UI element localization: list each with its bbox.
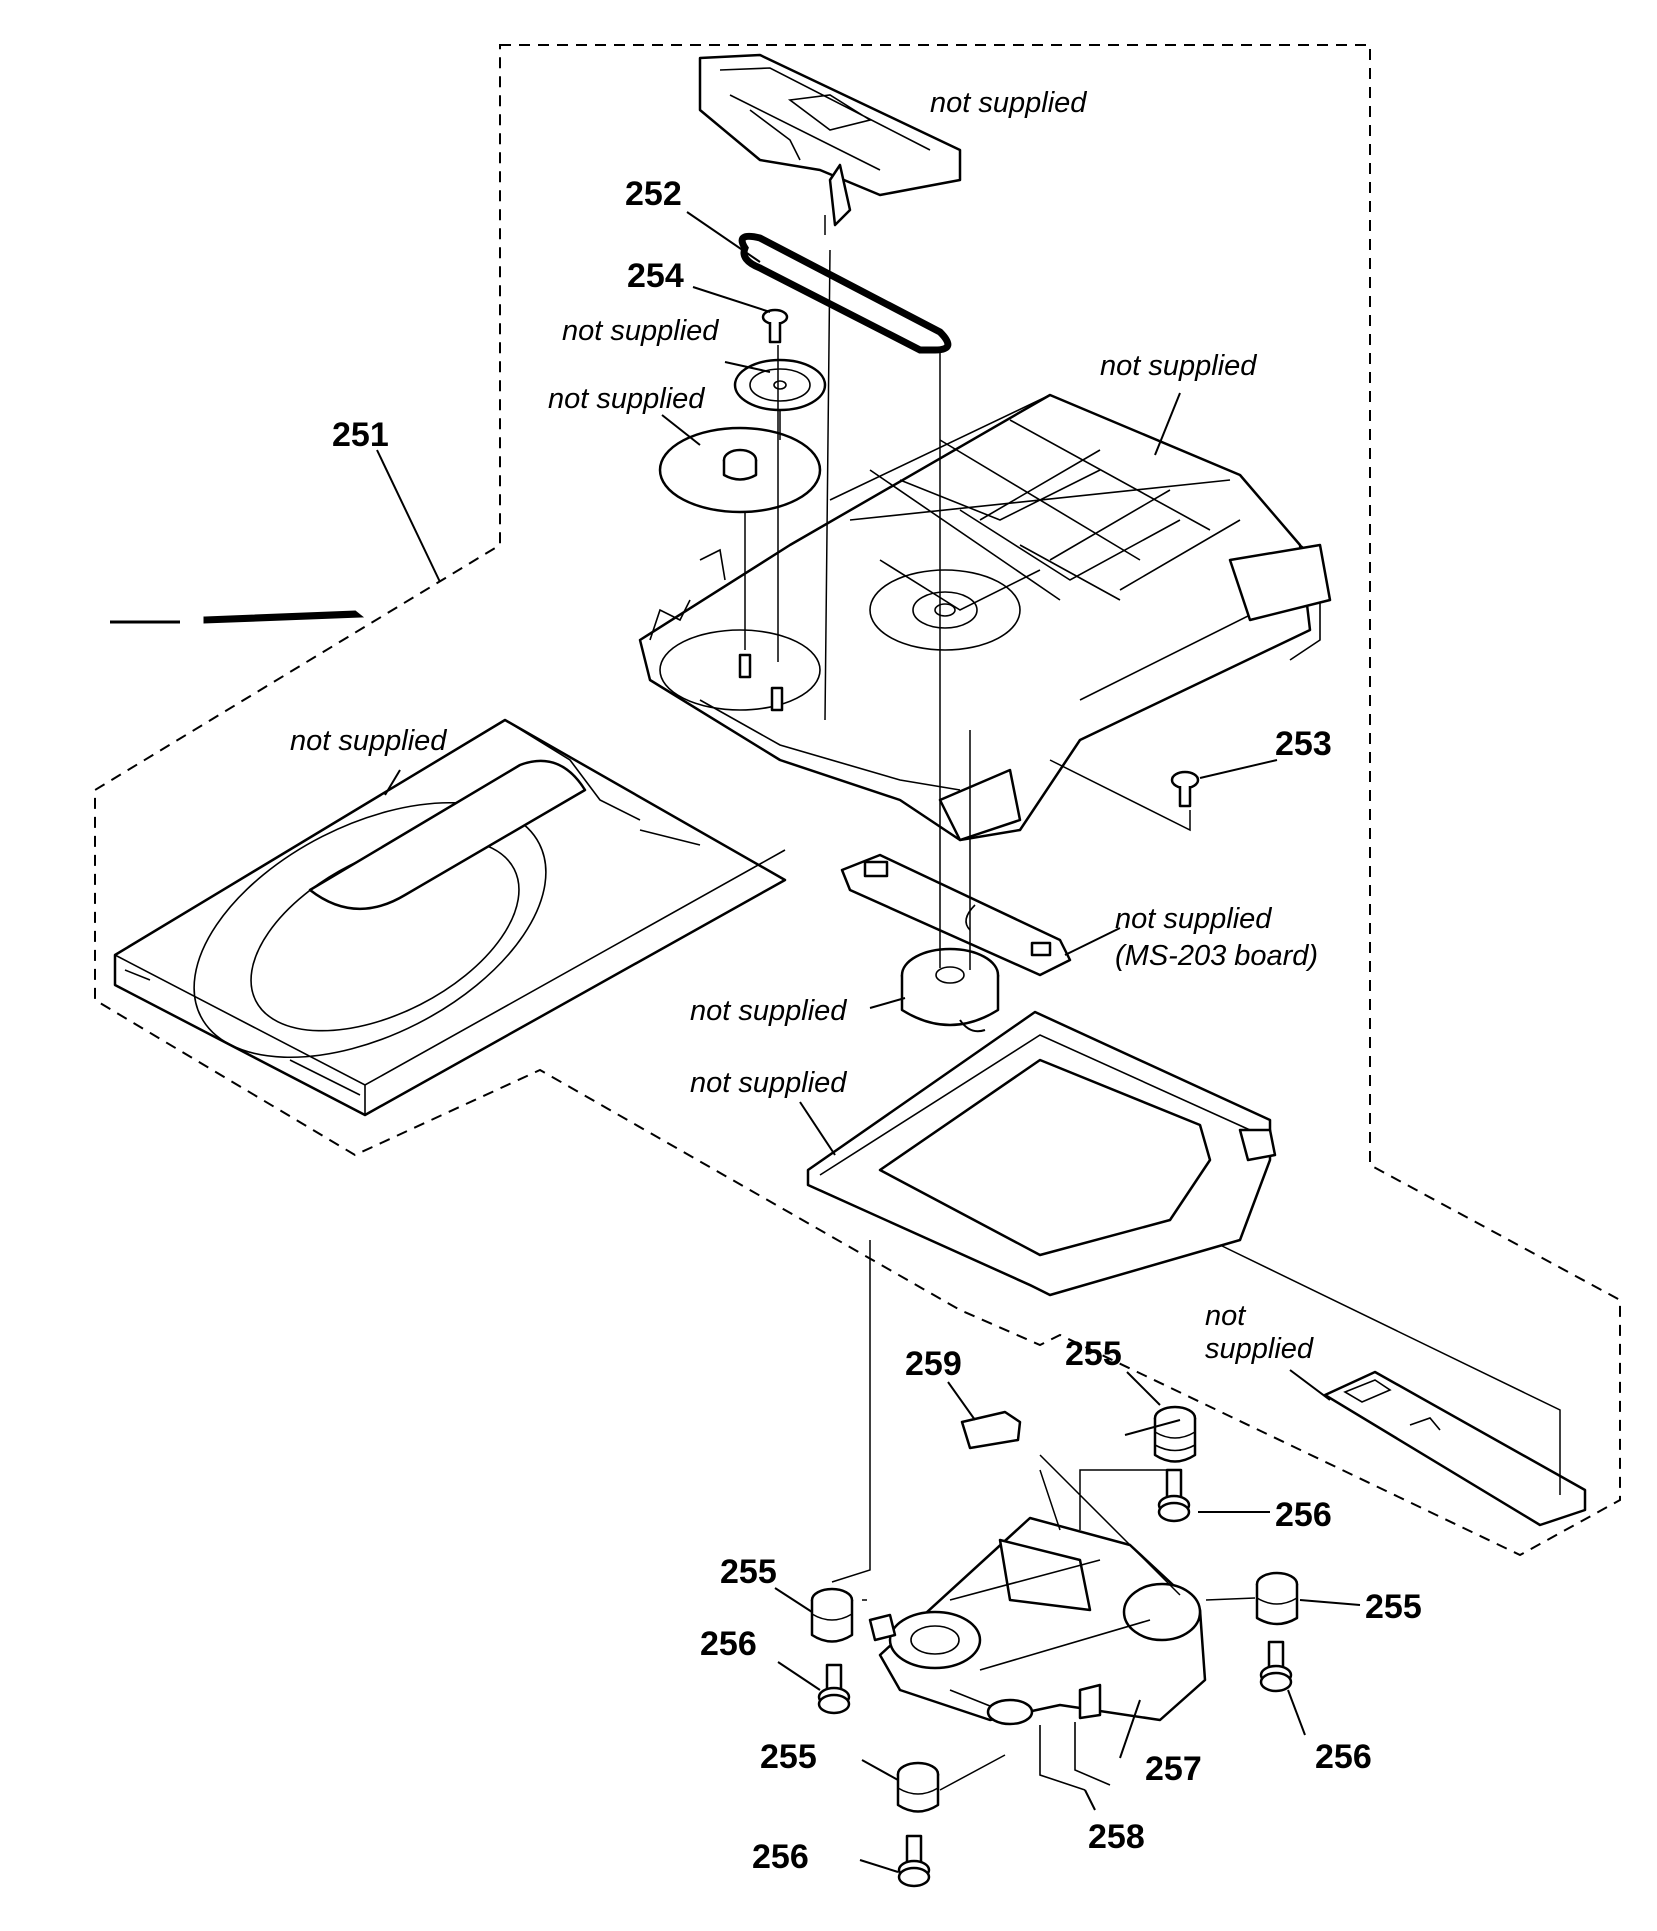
screw-parts-256 — [817, 1468, 1293, 1888]
chassis-pins — [738, 653, 784, 712]
label-251: 251 — [332, 416, 389, 454]
label-254: 254 — [627, 257, 684, 295]
label-258: 258 — [1088, 1818, 1145, 1856]
large-gear-part — [658, 426, 822, 514]
label-255-bottom: 255 — [760, 1738, 817, 1776]
note-gear-small: not supplied — [562, 315, 719, 347]
label-255-top: 255 — [1065, 1335, 1122, 1373]
bracket-part — [1323, 1370, 1587, 1527]
note-bracket-line1: not — [1205, 1300, 1247, 1332]
motor-part — [900, 947, 1000, 1033]
screw-part-254 — [761, 308, 789, 344]
optical-pickup-part-257 — [868, 1516, 1207, 1726]
flex-cable-part-258 — [1039, 1722, 1111, 1791]
leader-lines — [376, 211, 1361, 1873]
screw-part-253 — [1170, 770, 1200, 808]
label-257: 257 — [1145, 1750, 1202, 1788]
label-253: 253 — [1275, 725, 1332, 763]
label-259: 259 — [905, 1345, 962, 1383]
lower-frame-part — [806, 1010, 1277, 1297]
note-gear-large: not supplied — [548, 383, 705, 415]
scan-streak — [110, 610, 365, 624]
note-board-subtitle: (MS-203 board) — [1115, 940, 1318, 972]
label-256-bottom: 256 — [752, 1838, 809, 1876]
main-chassis-part — [638, 393, 1332, 842]
note-motor: not supplied — [690, 995, 847, 1027]
ms203-board-part — [840, 853, 1072, 977]
note-frame: not supplied — [690, 1067, 847, 1099]
belt-part — [738, 232, 952, 354]
label-256-left: 256 — [700, 1625, 757, 1663]
bushing-parts-255 — [810, 1405, 1299, 1813]
note-board: not supplied — [1115, 903, 1272, 935]
assembly-boundary — [94, 44, 1621, 1557]
note-bracket-line2: supplied — [1205, 1333, 1314, 1365]
alignment-lines — [744, 215, 1561, 1791]
label-252: 252 — [625, 175, 682, 213]
note-chassis: not supplied — [1100, 350, 1257, 382]
label-256-top: 256 — [1275, 1496, 1332, 1534]
label-255-left: 255 — [720, 1553, 777, 1591]
label-256-right: 256 — [1315, 1738, 1372, 1776]
note-slider: not supplied — [930, 87, 1087, 119]
plate-part-259 — [960, 1410, 1022, 1450]
loading-tray-part — [113, 718, 787, 1117]
note-tray: not supplied — [290, 725, 447, 757]
slider-part — [698, 53, 962, 227]
label-255-right: 255 — [1365, 1588, 1422, 1626]
